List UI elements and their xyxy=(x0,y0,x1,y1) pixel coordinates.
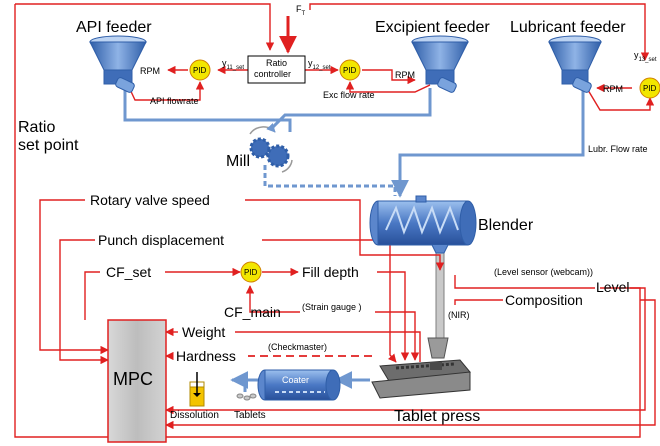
ft-label: FT xyxy=(296,4,306,17)
y12-set-label: y12_set xyxy=(308,58,331,71)
pid-lubricant xyxy=(639,77,660,99)
mill-gears-icon xyxy=(249,123,293,173)
level-sensor-label: (Level sensor (webcam)) xyxy=(494,267,593,277)
ratio-controller-label-1: Ratio xyxy=(266,58,287,68)
coater-drum xyxy=(257,369,341,401)
checkmaster-label: (Checkmaster) xyxy=(268,342,327,352)
lubr-flowrate-label: Lubr. Flow rate xyxy=(588,144,648,154)
api-flow-path xyxy=(123,88,292,132)
lubricant-feeder-hopper xyxy=(548,35,602,93)
tablet-press-label: Tablet press xyxy=(394,408,480,425)
ratio-set-point-label-1: Ratio xyxy=(18,119,55,136)
api-feeder-hopper xyxy=(89,35,147,93)
ratio-set-point-label-2: set point xyxy=(18,137,79,154)
pid-compression-label: PID xyxy=(244,268,258,277)
fill-depth-label: Fill depth xyxy=(302,264,359,280)
api-flowrate-label: API flowrate xyxy=(150,96,199,106)
signal-lines xyxy=(14,3,656,438)
pid-excipient-label: PID xyxy=(343,66,357,75)
lubricant-flow-path xyxy=(391,88,585,198)
rpm-api-label: RPM xyxy=(140,66,160,76)
rotary-valve-speed-label: Rotary valve speed xyxy=(90,192,210,208)
y11-set-label: y11_set xyxy=(222,58,244,71)
excipient-feeder-hopper xyxy=(411,35,469,93)
mpc-box xyxy=(107,319,167,443)
ratio-controller-box xyxy=(247,55,306,84)
nir-label: (NIR) xyxy=(448,310,470,320)
rpm-lubricant-label: RPM xyxy=(603,84,623,94)
level-label: Level xyxy=(596,279,629,295)
exc-flowrate-label: Exc flow rate xyxy=(323,90,375,100)
coater-label: Coater xyxy=(282,375,309,385)
tablet-press-machine xyxy=(371,337,471,399)
mill-label: Mill xyxy=(226,153,250,170)
cf-main-label: CF_main xyxy=(224,304,281,320)
pid-excipient xyxy=(339,59,361,81)
dissolution-beaker-icon xyxy=(189,372,205,407)
hardness-label: Hardness xyxy=(176,348,236,364)
pid-lubricant-label: PID xyxy=(643,84,657,93)
blender-label: Blender xyxy=(478,217,534,234)
api-feeder-label: API feeder xyxy=(76,19,152,36)
strain-gauge-label: (Strain gauge ) xyxy=(302,302,362,312)
y13-set-label: y13_set xyxy=(634,50,657,63)
punch-displacement-label: Punch displacement xyxy=(98,232,224,248)
rpm-excipient-label: RPM xyxy=(395,70,415,80)
tablets-icon xyxy=(236,393,257,401)
excipient-flow-path xyxy=(268,88,432,132)
pid-api-label: PID xyxy=(193,66,207,75)
material-flow-lines xyxy=(123,88,585,392)
excipient-feeder-label: Excipient feeder xyxy=(375,19,490,36)
composition-label: Composition xyxy=(505,292,583,308)
tablets-label: Tablets xyxy=(234,410,266,421)
weight-label: Weight xyxy=(182,324,225,340)
mill-to-blender-path xyxy=(263,165,397,196)
mpc-label: MPC xyxy=(113,369,153,389)
cf-set-label: CF_set xyxy=(106,264,151,280)
pid-api xyxy=(189,59,211,81)
lubricant-feeder-label: Lubricant feeder xyxy=(510,19,626,36)
dissolution-label: Dissolution xyxy=(170,410,219,421)
pid-compression xyxy=(240,261,262,283)
ratio-controller-label-2: controller xyxy=(254,69,291,79)
blender-drum xyxy=(369,195,477,254)
